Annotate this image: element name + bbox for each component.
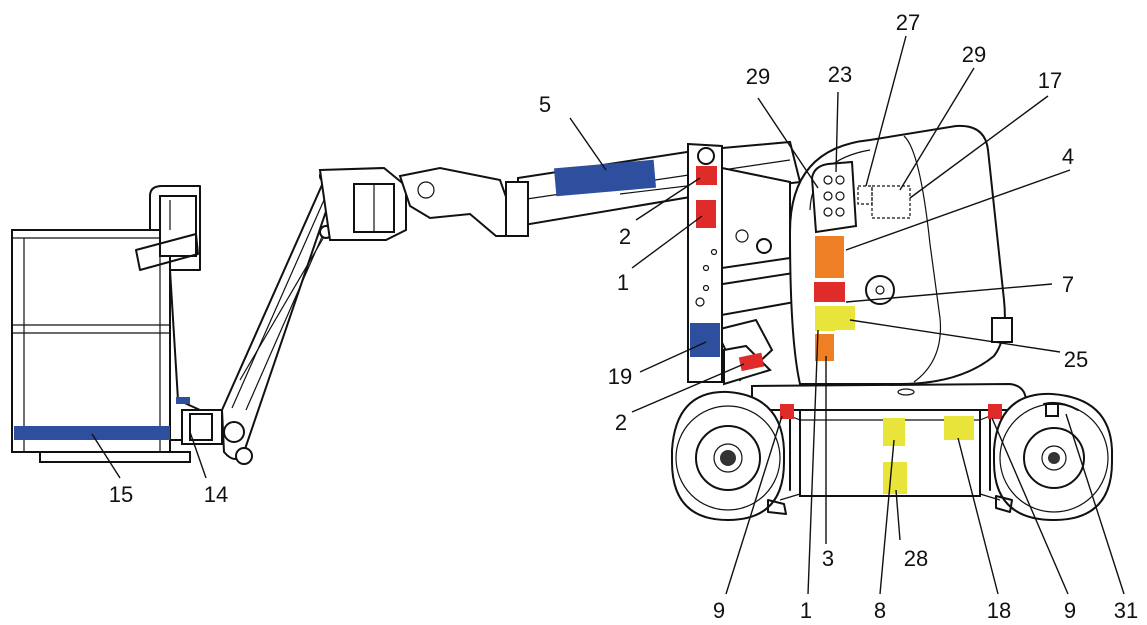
decal-2-lower [738,352,765,372]
decal-4 [815,236,844,278]
label-1-lower: 1 [800,598,812,623]
decal-25 [835,306,855,330]
label-4: 4 [1062,144,1074,169]
callout-labels: 5 23 27 29 29 17 4 2 1 7 25 19 2 15 14 3… [109,10,1138,623]
decal-5 [553,159,657,197]
leader-lines [91,35,1125,595]
decal-19 [690,323,720,357]
label-1-upper: 1 [617,270,629,295]
decal-2-upper [696,166,717,185]
label-14: 14 [204,482,228,507]
decal-1-lower [815,306,835,331]
label-2-upper: 2 [619,224,631,249]
decal-9-left [780,404,794,419]
decal-8-upper [883,418,905,446]
label-9-right: 9 [1064,598,1076,623]
label-7: 7 [1062,272,1074,297]
decal-7 [814,282,845,302]
chassis [751,382,1027,501]
label-9-left: 9 [713,598,725,623]
decal-18 [944,416,974,440]
label-18: 18 [987,598,1011,623]
label-8: 8 [874,598,886,623]
label-5: 5 [539,92,551,117]
label-3: 3 [822,546,834,571]
label-17: 17 [1038,68,1062,93]
label-15: 15 [109,482,133,507]
decal-8-lower [883,462,907,494]
elbow-joint [318,166,522,241]
decal-1-upper [696,200,716,228]
label-23: 23 [828,62,852,87]
label-27: 27 [896,10,920,35]
label-2-lower: 2 [615,410,627,435]
wheel-left [671,390,787,522]
decal-9-right [988,404,1002,419]
decal-15 [14,426,170,440]
label-29-right: 29 [962,42,986,67]
label-19: 19 [608,364,632,389]
label-29-left: 29 [746,64,770,89]
label-25: 25 [1064,347,1088,372]
platform-basket [11,185,223,463]
jib-arm [220,169,338,465]
label-31: 31 [1114,598,1138,623]
wheel-right [993,392,1113,522]
decal-14 [176,397,190,404]
label-28: 28 [904,546,928,571]
decal-3 [815,334,834,361]
